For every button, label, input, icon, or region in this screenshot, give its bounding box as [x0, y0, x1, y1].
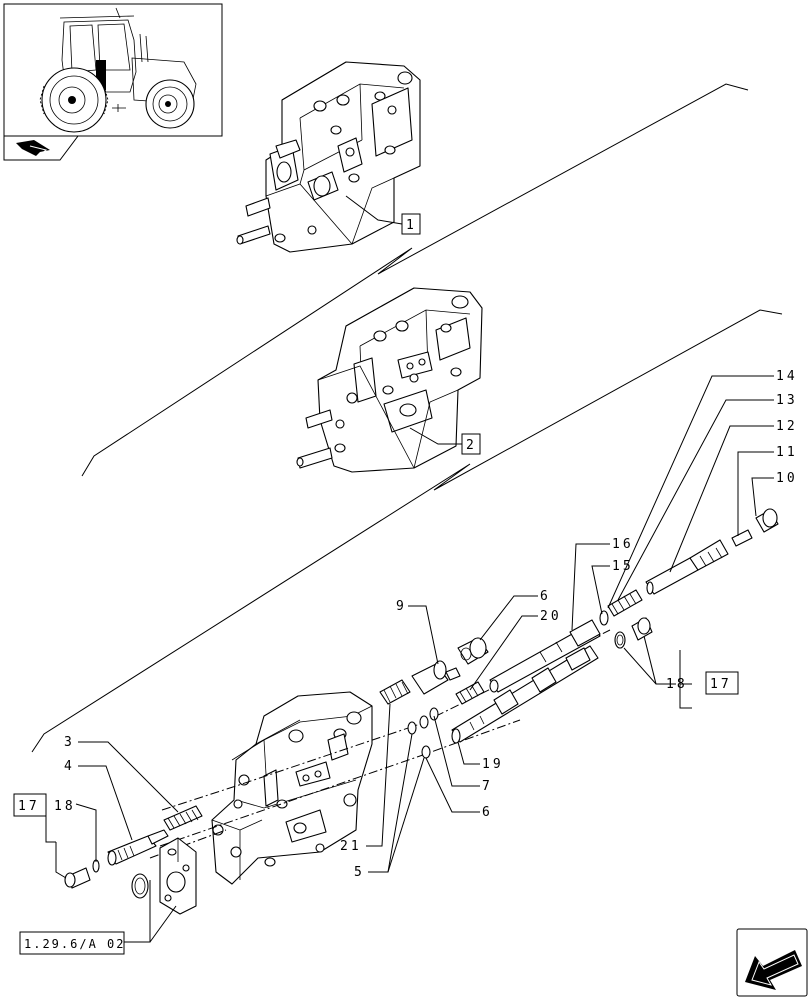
callout-17-right: 17 — [705, 671, 739, 695]
callout-2-text: 2 — [466, 438, 477, 453]
callout-1-text: 1 — [406, 218, 417, 233]
leader-lines — [45, 195, 774, 943]
callout-12: 12 — [776, 419, 798, 434]
callout-13: 13 — [776, 393, 798, 408]
part-20-spring — [455, 681, 485, 705]
tractor-thumbnail-icon[interactable] — [3, 3, 223, 161]
callout-17-right-text: 17 — [710, 677, 732, 692]
callout-16: 16 — [612, 537, 634, 552]
callout-3: 3 — [64, 735, 75, 750]
callout-9: 9 — [396, 599, 407, 614]
next-page-arrow-icon[interactable] — [736, 928, 808, 997]
callout-5: 5 — [354, 865, 365, 880]
callout-15: 15 — [612, 559, 634, 574]
callout-ref-page-text: 1.29.6/A 02 — [24, 937, 125, 951]
callout-17-left-text: 17 — [18, 799, 40, 814]
valve-block-assembly-1 — [236, 61, 421, 253]
callout-7: 7 — [482, 779, 493, 794]
callout-11: 11 — [776, 445, 798, 460]
callout-21: 21 — [340, 839, 362, 854]
callout-18-right: 18 — [666, 677, 688, 692]
part-6-ring — [429, 707, 439, 721]
part-16-spool — [489, 619, 601, 693]
part-14-spring — [607, 589, 643, 617]
callout-1: 1 — [401, 213, 421, 235]
callout-17-left: 17 — [13, 793, 47, 817]
part-21-spring — [379, 679, 411, 705]
part-4-spool — [107, 829, 169, 866]
folder-arrow-icon — [16, 140, 50, 156]
part-7-ring — [419, 715, 429, 729]
callout-14: 14 — [776, 369, 798, 384]
callout-ref-page[interactable]: 1.29.6/A 02 — [19, 931, 125, 955]
part-18-plug-left — [64, 867, 91, 889]
part-12-spool — [645, 539, 729, 595]
cover-plate — [159, 837, 197, 915]
group-separator-lines — [31, 83, 783, 753]
callout-20: 20 — [540, 609, 562, 624]
callout-18-left: 18 — [54, 799, 76, 814]
part-11-pin — [731, 529, 753, 547]
callout-4: 4 — [64, 759, 75, 774]
part-18-plug-right — [631, 617, 653, 641]
coil-spring-small — [131, 873, 149, 899]
valve-block-assembly-2 — [296, 287, 483, 473]
callout-19: 19 — [482, 757, 504, 772]
part-6-cap — [457, 637, 489, 665]
part-9-valve — [411, 660, 461, 695]
callout-2: 2 — [461, 433, 481, 455]
valve-body-bottom — [211, 691, 373, 885]
part-3-spring — [163, 805, 203, 831]
callout-6-top: 6 — [540, 589, 551, 604]
part-10-plug — [755, 508, 779, 533]
callout-10: 10 — [776, 471, 798, 486]
part-18-oring-right — [614, 631, 626, 649]
part-19-spool — [451, 645, 599, 744]
part-15-ring — [599, 610, 609, 626]
callout-6-bottom: 6 — [482, 805, 493, 820]
